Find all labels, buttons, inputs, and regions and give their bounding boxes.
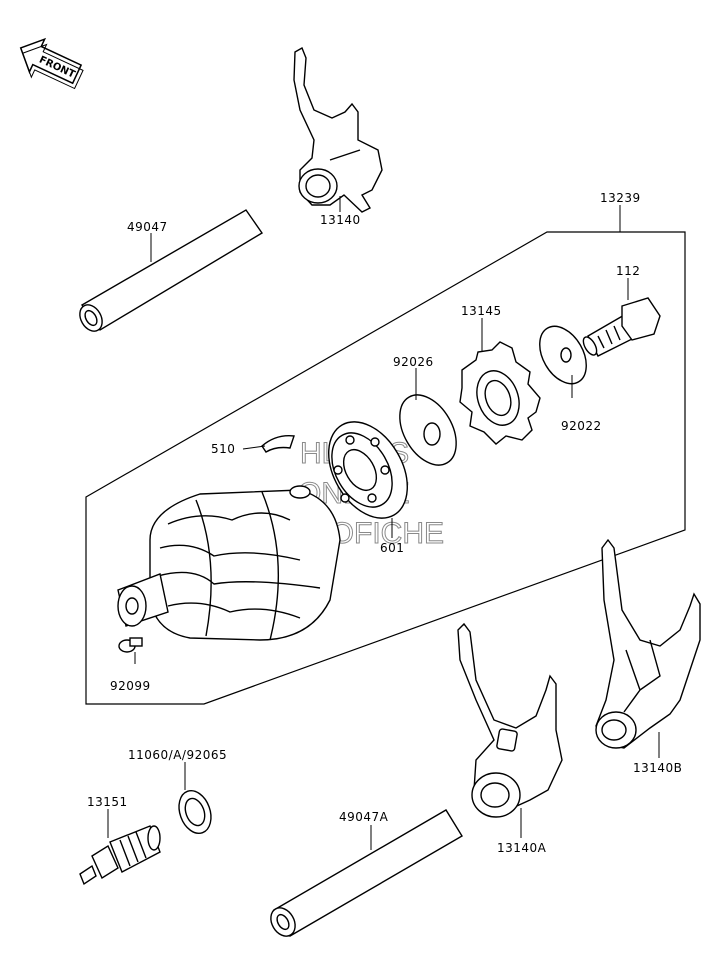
label-13151: 13151 [87,795,128,809]
label-92022: 92022 [561,419,602,433]
shift-drum [117,485,341,641]
label-112: 112 [616,264,640,278]
label-11060-a-92065: 11060/A/92065 [128,748,227,762]
key-510 [261,435,295,453]
label-92026: 92026 [393,355,434,369]
neutral-switch-13151 [79,825,161,886]
shift-rod-49047 [79,209,264,332]
bolt-112 [582,297,661,357]
washer-92022 [539,325,587,385]
gasket-11060 [178,789,212,835]
bearing-601 [328,421,408,519]
shift-fork-13140B [595,538,701,749]
label-92099: 92099 [110,679,151,693]
label-510: 510 [211,442,235,456]
label-13140A: 13140A [497,841,547,855]
label-13145: 13145 [461,304,502,318]
label-601: 601 [380,541,404,555]
shift-rod-49047A [270,809,463,937]
leader-lines [107,196,660,850]
label-13140: 13140 [320,213,361,227]
front-direction-arrow: FRONT [19,37,84,90]
callout-labels: 49047 13140 13239 112 13145 92026 92022 … [87,191,682,855]
shift-fork-13140 [293,46,383,213]
shift-drum-pin-plate-13145 [459,341,541,445]
washer-92026 [399,394,457,466]
shift-fork-13140A [457,622,563,818]
label-13239: 13239 [600,191,641,205]
label-49047: 49047 [127,220,168,234]
label-13140B: 13140B [633,761,682,775]
label-49047A: 49047A [339,810,389,824]
screw-92099 [118,637,143,653]
drum-assembly-outline [85,231,686,705]
